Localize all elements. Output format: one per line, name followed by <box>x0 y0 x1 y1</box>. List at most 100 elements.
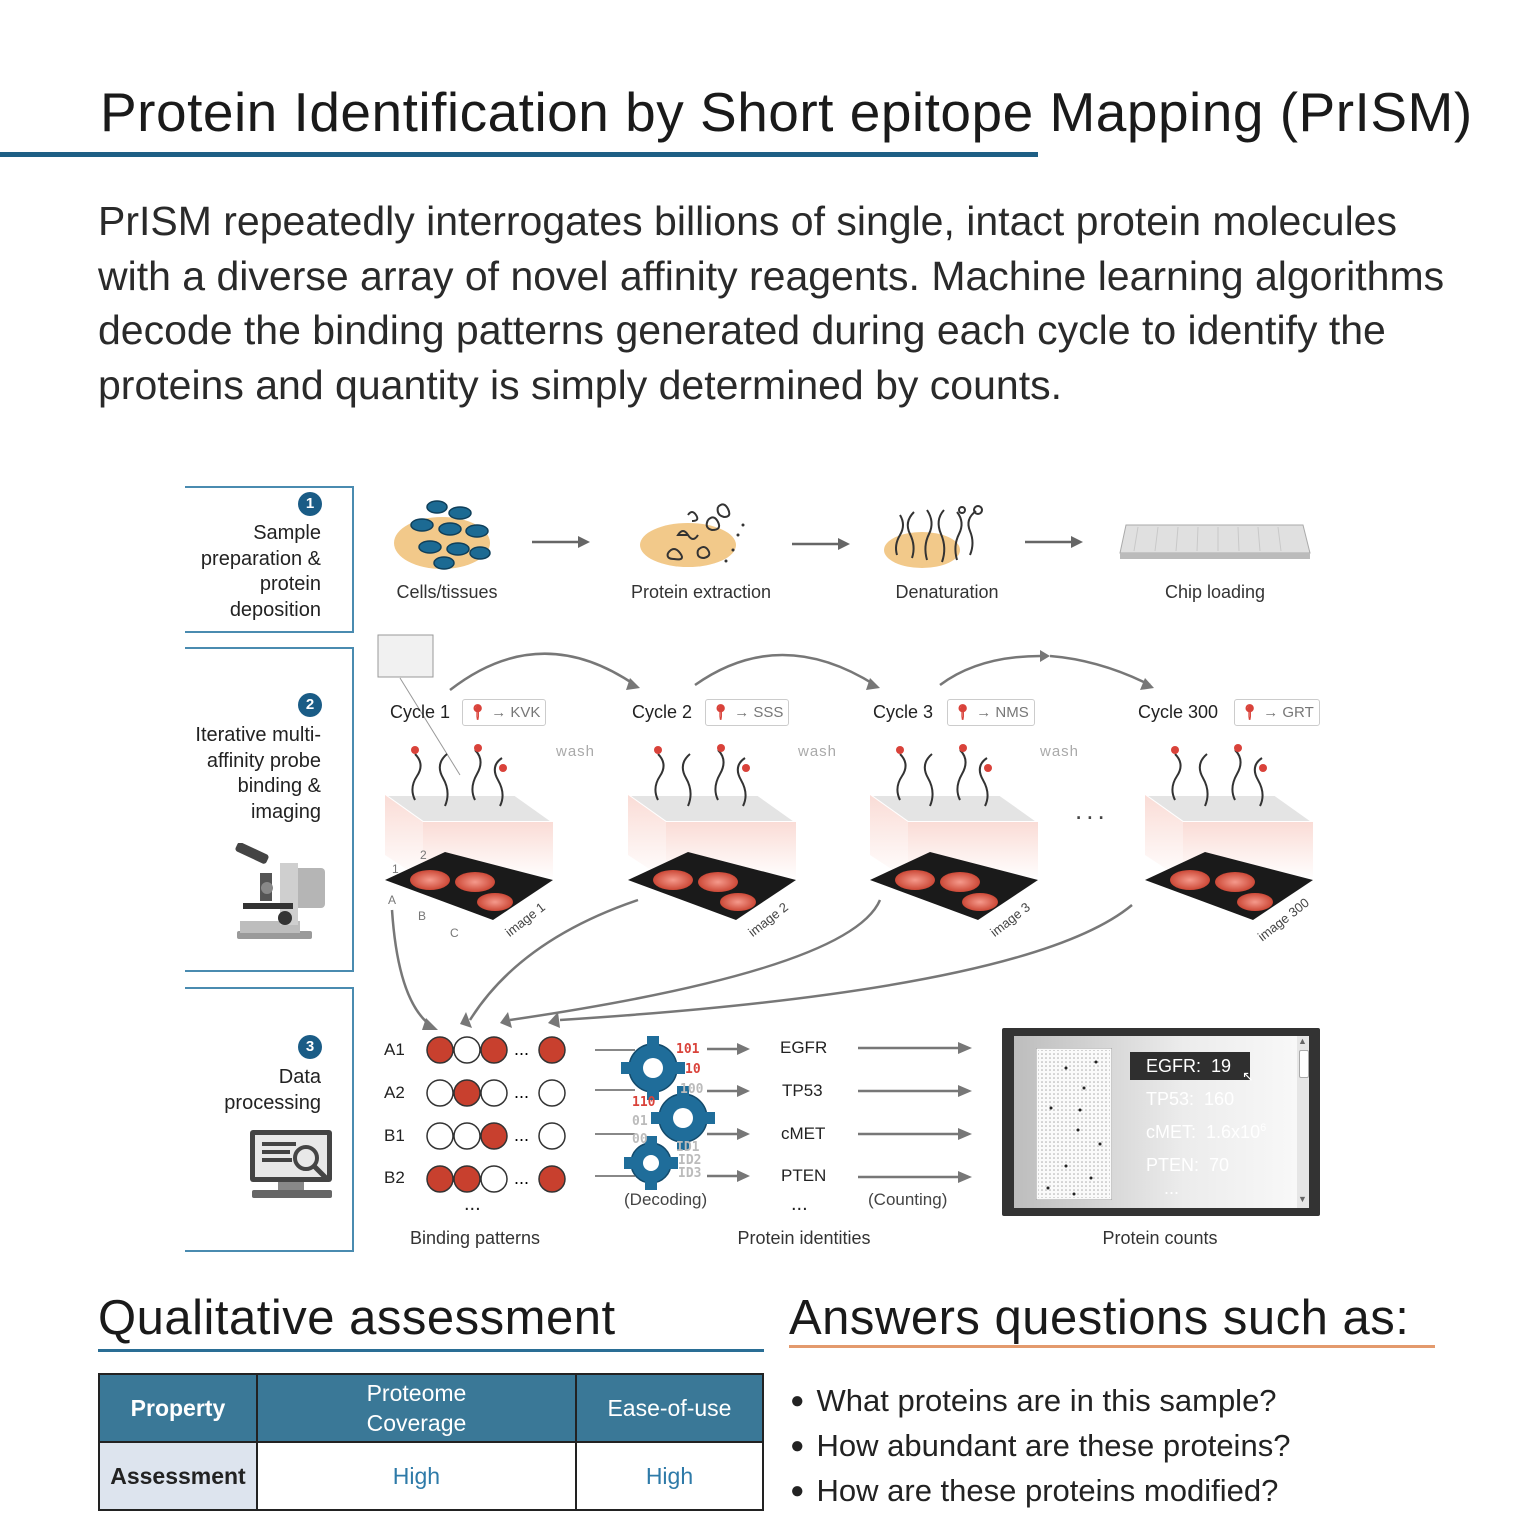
table-header-row: Property Proteome Coverage Ease-of-use <box>98 1373 765 1443</box>
identity-tp53: TP53 <box>782 1081 823 1100</box>
row-label-a1: A1 <box>384 1040 405 1059</box>
cell-coverage-value: High <box>255 1441 577 1511</box>
mouse-cursor-icon: ↖ <box>1242 1068 1254 1084</box>
wash-label-3: wash <box>1040 743 1080 760</box>
counts-ellipsis: ... <box>1164 1178 1180 1198</box>
cycle-2-probe: 📍︎ → SSS <box>705 699 790 726</box>
step-3-panel <box>185 987 354 1252</box>
caption-protein-identities: Protein identities <box>737 1228 871 1248</box>
header-proteome-coverage: Proteome Coverage <box>255 1373 577 1443</box>
identity-pten: PTEN <box>781 1166 827 1185</box>
binding-dot-filled <box>453 1165 481 1193</box>
step-2-label: Iterative multi-affinity probe binding &… <box>195 724 321 823</box>
denaturation-illustration <box>884 505 983 568</box>
identity-cmet: cMET <box>781 1124 826 1143</box>
count-cmet-value: 1.6x10 <box>1206 1122 1261 1142</box>
binding-ellipsis: ... <box>464 1193 481 1215</box>
caption-cells-tissues: Cells/tissues <box>396 582 498 602</box>
arrow-prep-1 <box>532 536 590 548</box>
qualitative-table: Property Proteome Coverage Ease-of-use A… <box>98 1373 765 1511</box>
cell-assessment: Assessment <box>98 1441 258 1511</box>
step-1-panel <box>185 486 354 633</box>
count-tp53-name: TP53: <box>1146 1089 1195 1109</box>
caption-chip-loading: Chip loading <box>1164 582 1266 602</box>
decoding-label: (Decoding) <box>624 1190 708 1209</box>
binding-row-ellipsis: ... <box>514 1168 529 1188</box>
cell-ease-value: High <box>574 1441 765 1511</box>
probe-pin-icon: 📍︎ <box>953 704 973 721</box>
qualitative-title: Qualitative assessment <box>98 1291 616 1345</box>
binding-patterns-grid: ............ <box>426 1036 566 1193</box>
row-label-b2: B2 <box>384 1168 405 1187</box>
step-2-badge: 2 <box>298 693 322 717</box>
count-pten-value: 70 <box>1209 1155 1230 1175</box>
binding-dot-empty <box>538 1122 566 1150</box>
binding-dot-filled <box>426 1036 454 1064</box>
cycles-illustration <box>377 634 1154 776</box>
decoding-illustration <box>595 1036 750 1190</box>
answers-underline <box>789 1345 1435 1348</box>
grid-row-b: B <box>418 909 427 923</box>
step-3-label: Data processing <box>224 1066 321 1114</box>
cells-tissues-illustration <box>394 500 491 570</box>
caption-protein-counts: Protein counts <box>1102 1228 1218 1248</box>
list-item: How are these proteins modified? <box>790 1468 1290 1513</box>
binding-dot-empty <box>426 1122 454 1150</box>
cycle-3-probe: 📍︎ → NMS <box>947 699 1035 726</box>
count-cmet: cMET: 1.6x106 <box>1146 1122 1266 1143</box>
count-pten: PTEN: 70 <box>1146 1155 1229 1176</box>
step-1-badge: 1 <box>298 492 322 516</box>
binding-dot-filled <box>480 1036 508 1064</box>
microscope-icon <box>235 843 325 939</box>
list-item: What proteins are in this sample? <box>790 1378 1290 1423</box>
qualitative-underline <box>98 1349 764 1352</box>
binding-dot-filled <box>426 1165 454 1193</box>
probe-pin-icon: 📍︎ <box>468 704 488 721</box>
count-highlight-box <box>1130 1052 1250 1080</box>
caption-binding-patterns: Binding patterns <box>409 1228 541 1248</box>
cycle-2-probe-seq: SSS <box>753 704 784 721</box>
scroll-up-icon[interactable]: ▲ <box>1298 1036 1307 1046</box>
cycle-300-probe-seq: GRT <box>1282 704 1314 721</box>
scroll-down-icon[interactable]: ▼ <box>1298 1194 1307 1204</box>
cycle-1-probe-seq: KVK <box>510 704 541 721</box>
cycle-1-label: Cycle 1 <box>390 702 451 722</box>
table-row: Assessment High High <box>98 1441 765 1511</box>
arrow-prep-3 <box>1025 536 1083 548</box>
wash-label-1: wash <box>556 743 596 760</box>
binding-dot-empty <box>453 1036 481 1064</box>
cycle-1-probe: 📍︎ → KVK <box>462 699 547 726</box>
binding-row-ellipsis: ... <box>514 1082 529 1102</box>
intro-paragraph: PrISM repeatedly interrogates billions o… <box>98 198 1445 408</box>
header-property: Property <box>98 1373 258 1443</box>
binding-row-ellipsis: ... <box>514 1039 529 1059</box>
probe-pin-icon: 📍︎ <box>1240 704 1260 721</box>
count-pten-name: PTEN: <box>1146 1155 1200 1175</box>
count-egfr: EGFR: 19 <box>1146 1056 1231 1077</box>
identities-ellipsis: ... <box>791 1193 808 1215</box>
binding-dot-empty <box>538 1079 566 1107</box>
grid-row-a: A <box>388 893 397 907</box>
count-cmet-exponent: 6 <box>1260 1122 1267 1134</box>
bits-110: 110 <box>632 1095 656 1110</box>
count-egfr-value: 19 <box>1211 1056 1232 1076</box>
bits-id1: ID1 <box>676 1140 700 1155</box>
chip-illustration <box>1119 524 1311 559</box>
binding-dot-empty <box>480 1079 508 1107</box>
chip-thumbnail <box>1036 1048 1112 1200</box>
binding-dot-filled <box>480 1122 508 1150</box>
page-title: Protein Identification by Short epitope … <box>100 81 1473 143</box>
cycle-300-label: Cycle 300 <box>1138 702 1219 722</box>
count-tp53: TP53: 160 <box>1146 1089 1234 1110</box>
bits-10: 10 <box>685 1062 701 1077</box>
title-underline <box>0 152 1038 157</box>
counts-scrollbar[interactable]: ▲ ▼ <box>1297 1036 1309 1208</box>
arrow-prep-2 <box>792 538 850 550</box>
step-2-panel <box>185 647 354 972</box>
scroll-thumb[interactable] <box>1299 1050 1309 1078</box>
binding-dot-filled <box>453 1079 481 1107</box>
counts-screen-display: EGFR: 19 TP53: 160 cMET: 1.6x106 PTEN: 7… <box>1014 1036 1309 1208</box>
bits-101: 101 <box>676 1042 700 1057</box>
list-item: How abundant are these proteins? <box>790 1423 1291 1468</box>
binding-dot-empty <box>426 1079 454 1107</box>
